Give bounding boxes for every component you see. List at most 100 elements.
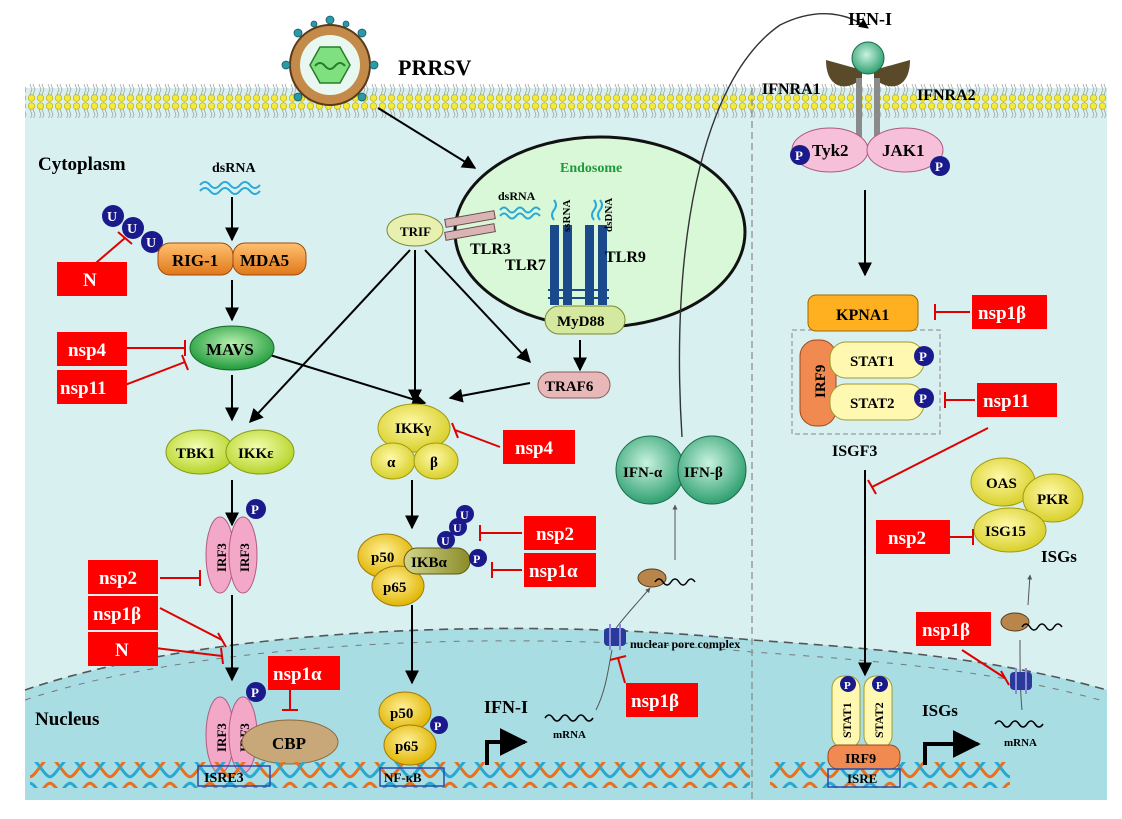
- svg-text:P: P: [434, 719, 441, 733]
- mrna-export-path-2: [615, 587, 651, 629]
- cytoplasm-label: Cytoplasm: [38, 154, 126, 175]
- nuclear-pore-complex-right: [1010, 668, 1032, 694]
- svg-text:TLR9: TLR9: [605, 249, 646, 266]
- inhibitor-nsp1a-cbp: nsp1α: [268, 656, 340, 690]
- svg-text:nsp1β: nsp1β: [93, 604, 141, 625]
- svg-text:P: P: [919, 349, 927, 364]
- isgs-gene-label: ISGs: [922, 701, 958, 720]
- mrna-strand-left: [544, 714, 594, 722]
- translating-mrna-right: [1021, 623, 1063, 631]
- svg-text:U: U: [127, 222, 137, 237]
- prrsv-label: PRRSV: [398, 55, 471, 80]
- inhibitor-nsp2-irf3: nsp2: [88, 560, 158, 594]
- svg-text:α: α: [387, 455, 396, 471]
- plasma-membrane: [25, 84, 1107, 118]
- ubiquitin-chain-rig1: U U U: [102, 205, 163, 253]
- svg-text:TBK1: TBK1: [176, 446, 215, 462]
- svg-text:STAT1: STAT1: [840, 702, 854, 738]
- phospho-stat2: [914, 388, 934, 408]
- tlr3-receptor-2: [444, 223, 496, 241]
- svg-text:ISRE: ISRE: [847, 771, 877, 786]
- svg-text:PKR: PKR: [1037, 492, 1069, 508]
- svg-text:nsp1α: nsp1α: [529, 561, 578, 582]
- svg-text:U: U: [146, 236, 156, 251]
- svg-text:U: U: [441, 534, 450, 548]
- nucleus-label: Nucleus: [35, 709, 99, 730]
- svg-text:p50: p50: [371, 550, 394, 566]
- tlr3-receptor: [444, 210, 496, 228]
- svg-text:Tyk2: Tyk2: [812, 141, 849, 160]
- svg-text:U: U: [453, 521, 462, 535]
- svg-text:nsp2: nsp2: [536, 524, 574, 545]
- svg-text:IRF3: IRF3: [214, 543, 229, 572]
- svg-text:STAT2: STAT2: [872, 702, 886, 738]
- svg-text:MDA5: MDA5: [240, 251, 289, 270]
- nfkb-element: [379, 767, 445, 787]
- svg-text:p65: p65: [383, 580, 406, 596]
- jak1-protein: [866, 127, 944, 173]
- svg-text:β: β: [430, 455, 438, 471]
- svg-text:IKBα: IKBα: [411, 555, 448, 571]
- svg-text:P: P: [251, 502, 259, 517]
- svg-text:IRF3: IRF3: [237, 543, 252, 572]
- svg-text:TLR7: TLR7: [505, 257, 546, 274]
- svg-text:STAT2: STAT2: [850, 396, 894, 412]
- nuclear-pore-complex-left: [604, 624, 626, 650]
- trif-protein: [386, 213, 444, 247]
- svg-text:CBP: CBP: [272, 734, 306, 753]
- phospho-stat1: [914, 346, 934, 366]
- svg-text:IFNRA1: IFNRA1: [762, 81, 821, 98]
- svg-text:P: P: [795, 148, 803, 163]
- svg-text:nsp2: nsp2: [99, 568, 137, 589]
- svg-text:nsp2: nsp2: [888, 528, 926, 549]
- isg-transcription-arrow: [923, 730, 981, 765]
- ribosome-right: [1000, 612, 1030, 632]
- pkr-protein: [1022, 473, 1084, 523]
- svg-text:nsp1β: nsp1β: [978, 303, 1026, 324]
- mrna-export-path: [595, 649, 613, 711]
- p65-nuclear: [383, 724, 437, 766]
- ikkb-protein: [413, 442, 459, 480]
- svg-text:IFN-α: IFN-α: [623, 465, 663, 481]
- ikkg-protein: [377, 403, 451, 453]
- prrsv-virion: [281, 15, 379, 106]
- svg-text:OAS: OAS: [986, 476, 1017, 492]
- svg-text:N: N: [83, 270, 97, 291]
- dsdna-label: dsDNA: [603, 198, 615, 232]
- ribosome-left: [637, 568, 667, 588]
- svg-text:nsp4: nsp4: [68, 340, 107, 361]
- svg-text:IRF3: IRF3: [214, 723, 229, 752]
- inhibitor-nsp4-mavs: nsp4: [57, 332, 127, 366]
- ikke-protein: [225, 429, 295, 475]
- traf6-protein: [537, 371, 611, 399]
- ubiquitin-chain-ikba: U U U: [437, 505, 474, 549]
- phospho-tyk2: [790, 145, 810, 165]
- ifn-secretion-path: [678, 12, 869, 438]
- svg-text:N: N: [115, 640, 129, 661]
- svg-text:nsp1β: nsp1β: [631, 691, 679, 712]
- svg-text:TRIF: TRIF: [400, 224, 431, 239]
- dsrna-strand-icon: [199, 181, 261, 195]
- phospho-p65: [430, 716, 448, 734]
- svg-text:IKKγ: IKKγ: [395, 421, 431, 437]
- svg-text:P: P: [935, 159, 943, 174]
- svg-text:U: U: [460, 508, 469, 522]
- myd88-protein: [544, 305, 626, 335]
- inhibitor-nsp2-isg15: nsp2: [876, 520, 950, 554]
- endosome-label: Endosome: [560, 161, 622, 176]
- mrna-strand-right: [994, 720, 1044, 728]
- inhibitor-nsp1a-ikba: nsp1α: [524, 553, 596, 587]
- isgs-cyto-label: ISGs: [1041, 547, 1077, 566]
- inhibitor-n-rig1: N: [57, 262, 127, 296]
- phospho-irf3: [246, 499, 266, 519]
- svg-text:ISRE3: ISRE3: [204, 771, 244, 786]
- dsrna-label: dsRNA: [212, 161, 256, 176]
- svg-text:TRAF6: TRAF6: [545, 379, 594, 395]
- dna-strand-left: [30, 762, 750, 788]
- mda5-protein: [232, 242, 307, 276]
- inhibitor-nsp1b-npc: nsp1β: [626, 683, 698, 717]
- mrna-label-left: mRNA: [553, 729, 586, 741]
- p65-protein: [371, 565, 425, 607]
- svg-text:JAK1: JAK1: [882, 141, 925, 160]
